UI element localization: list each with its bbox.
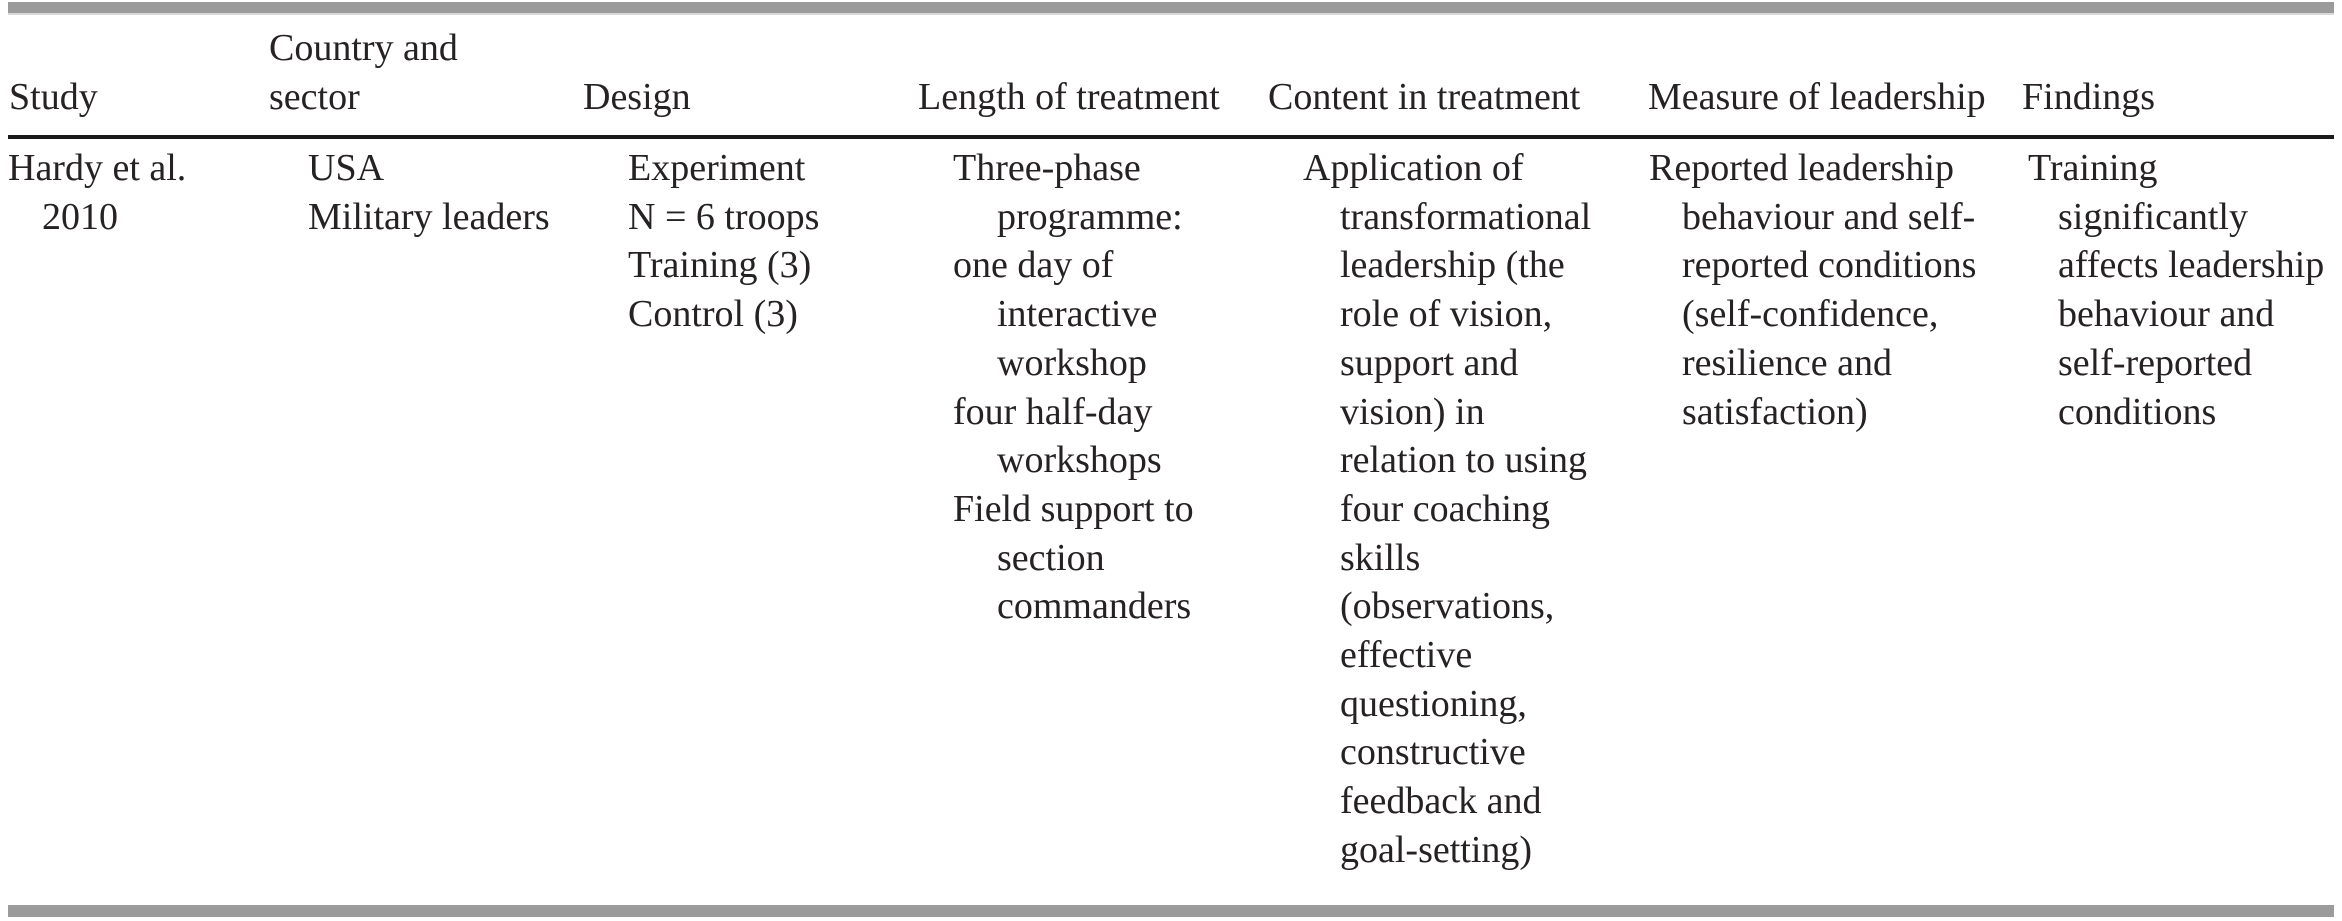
cell-line: workshops bbox=[997, 439, 1162, 482]
header-underline-rule bbox=[8, 135, 2334, 139]
cell-study: Hardy et al. 2010 bbox=[8, 144, 186, 241]
table-bottom-rule-bar bbox=[8, 905, 2334, 917]
cell-line: vision) in bbox=[1340, 390, 1485, 433]
cell-line: role of vision, bbox=[1340, 293, 1553, 336]
cell-measure-of-leadership: Reported leadership behaviour and self- … bbox=[1649, 144, 1976, 436]
cell-line: Field support to bbox=[953, 487, 1194, 530]
cell-line: affects leadership bbox=[2058, 244, 2325, 287]
cell-line: one day of bbox=[953, 244, 1114, 287]
cell-length-of-treatment: Three-phase programme: one day of intera… bbox=[953, 144, 1194, 631]
cell-line: Training bbox=[2028, 147, 2158, 189]
cell-line: relation to using bbox=[1340, 439, 1587, 482]
col-header-country-line1: Country and bbox=[269, 27, 458, 69]
cell-line: Application of bbox=[1303, 147, 1524, 189]
cell-line: significantly bbox=[2058, 195, 2248, 238]
col-header-design: Design bbox=[583, 76, 691, 118]
cell-line: transformational bbox=[1340, 195, 1592, 238]
cell-line: section bbox=[997, 536, 1105, 579]
cell-line: feedback and bbox=[1340, 780, 1542, 823]
cell-line: Control (3) bbox=[628, 293, 798, 336]
col-header-content-in-treatment: Content in treatment bbox=[1268, 76, 1581, 118]
cell-line: (self-confidence, bbox=[1682, 293, 1939, 336]
cell-line: workshop bbox=[997, 341, 1147, 384]
cell-line: interactive bbox=[997, 293, 1158, 336]
cell-line: four half-day bbox=[953, 390, 1153, 433]
cell-line: support and bbox=[1340, 341, 1519, 384]
col-header-country-line2: sector bbox=[269, 75, 360, 118]
col-header-findings: Findings bbox=[2022, 76, 2156, 118]
cell-line: resilience and bbox=[1682, 341, 1892, 384]
cell-line: four coaching bbox=[1340, 487, 1550, 530]
cell-findings: Training significantly affects leadershi… bbox=[2028, 144, 2324, 436]
col-header-study: Study bbox=[9, 76, 98, 118]
cell-country-sector: USA Military leaders bbox=[308, 144, 550, 241]
cell-line: leadership (the bbox=[1340, 244, 1565, 287]
cell-line: Military leaders bbox=[308, 195, 550, 238]
cell-line: commanders bbox=[997, 585, 1192, 628]
cell-line: questioning, bbox=[1340, 682, 1527, 725]
cell-line: programme: bbox=[997, 195, 1183, 238]
col-header-country-sector: Country and sector bbox=[269, 24, 458, 121]
cell-line: satisfaction) bbox=[1682, 390, 1868, 433]
cell-line: effective bbox=[1340, 634, 1473, 677]
cell-line: behaviour and self- bbox=[1682, 195, 1976, 238]
cell-line: self-reported bbox=[2058, 341, 2253, 384]
cell-line: reported conditions bbox=[1682, 244, 1977, 287]
cell-line: goal-setting) bbox=[1340, 828, 1533, 871]
col-header-measure-of-leadership: Measure of leadership bbox=[1648, 76, 1986, 118]
cell-line: skills bbox=[1340, 536, 1421, 579]
cell-line: USA bbox=[308, 147, 385, 189]
col-header-length-of-treatment: Length of treatment bbox=[918, 76, 1220, 118]
cell-line: Reported leadership bbox=[1649, 147, 1954, 189]
cell-line: Hardy et al. bbox=[8, 147, 187, 189]
cell-line: 2010 bbox=[42, 195, 118, 238]
table-top-rule-bar bbox=[8, 2, 2334, 15]
cell-line: (observations, bbox=[1340, 585, 1555, 628]
cell-line: Training (3) bbox=[628, 244, 812, 287]
cell-line: Experiment bbox=[628, 147, 806, 189]
cell-content-in-treatment: Application of transformational leadersh… bbox=[1303, 144, 1591, 875]
cell-line: behaviour and bbox=[2058, 293, 2275, 336]
cell-line: N = 6 troops bbox=[628, 195, 820, 238]
cell-line: Three-phase bbox=[953, 147, 1141, 189]
cell-design: Experiment N = 6 troops Training (3) Con… bbox=[628, 144, 819, 339]
cell-line: conditions bbox=[2058, 390, 2217, 433]
cell-line: constructive bbox=[1340, 731, 1526, 774]
